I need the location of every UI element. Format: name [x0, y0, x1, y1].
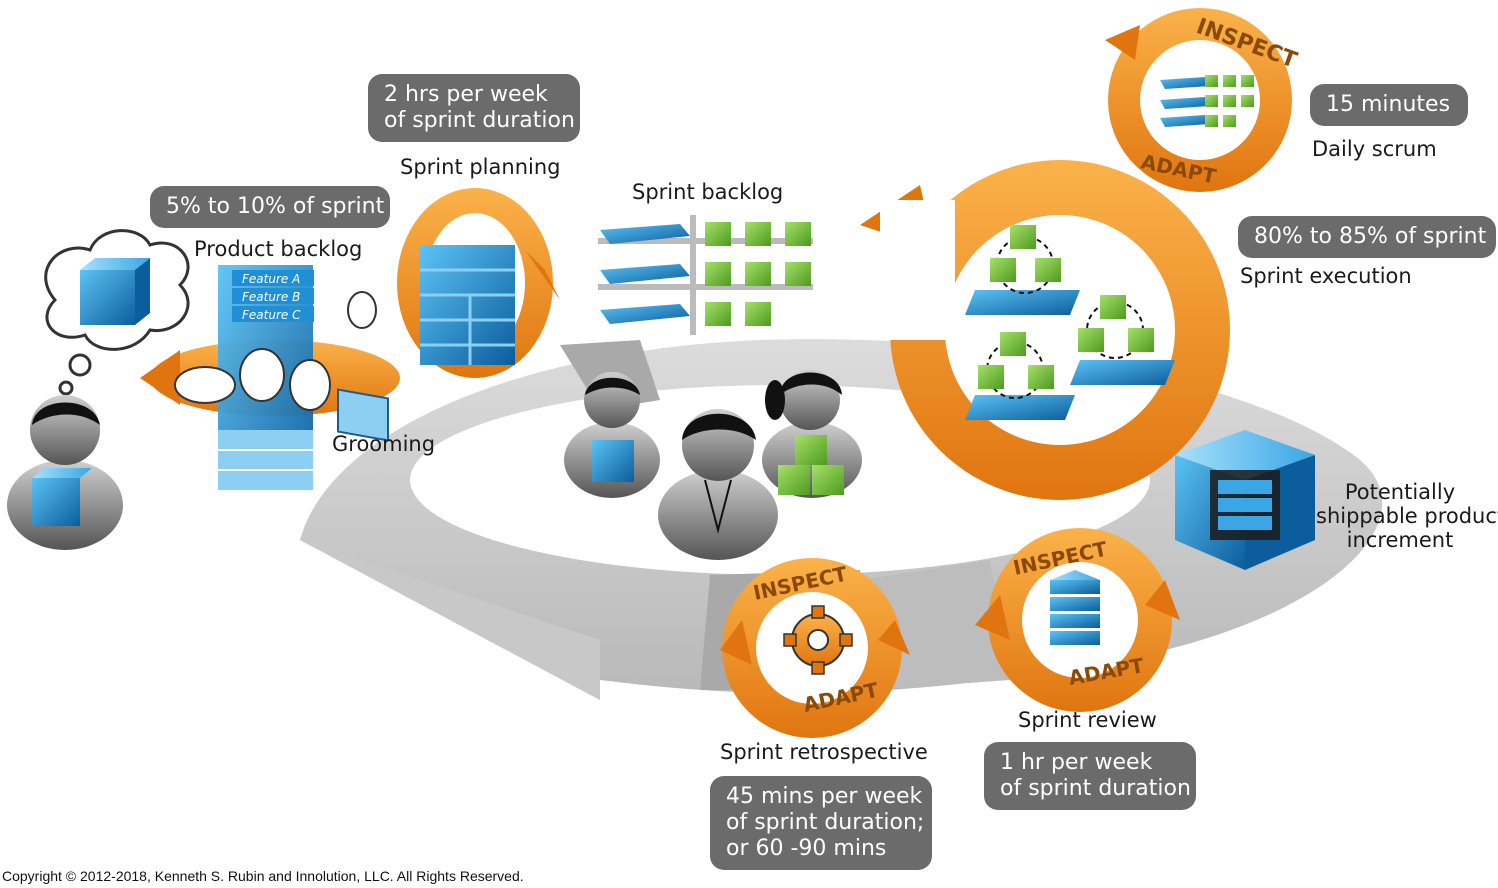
review-cycle-icon — [975, 528, 1180, 712]
daily-scrum-label: Daily scrum — [1312, 137, 1437, 161]
grooming-disc — [140, 265, 400, 490]
feature-c-label: Feature C — [242, 308, 301, 322]
execution-cycle-icon — [860, 160, 1230, 500]
grooming-label: Grooming — [332, 432, 436, 456]
sprint-review-label: Sprint review — [1018, 708, 1157, 732]
sprint-execution-label: Sprint execution — [1240, 264, 1412, 288]
grooming-timebox: 5% to 10% of sprint — [150, 186, 390, 228]
review-timebox: 1 hr per week of sprint duration — [984, 742, 1196, 810]
feature-b-label: Feature B — [242, 290, 300, 304]
planning-cycle-icon — [397, 188, 560, 378]
product-backlog-label: Product backlog — [194, 237, 363, 261]
retrospective-timebox: 45 mins per week of sprint duration; or … — [710, 776, 932, 870]
daily-scrum-cycle-icon — [1105, 8, 1292, 192]
sprint-backlog-label: Sprint backlog — [632, 180, 784, 204]
gear-icon — [783, 605, 853, 675]
thought-bubble-icon — [44, 229, 190, 396]
increment-label: Potentially shippable product increment — [1316, 480, 1498, 552]
daily-scrum-timebox: 15 minutes — [1310, 84, 1468, 126]
team-people-icon — [564, 370, 862, 560]
product-owner-person-icon — [7, 395, 123, 550]
increment-cube-icon — [1175, 430, 1315, 570]
sprint-retrospective-label: Sprint retrospective — [720, 740, 928, 764]
copyright-notice: Copyright © 2012-2018, Kenneth S. Rubin … — [2, 868, 524, 884]
planning-timebox: 2 hrs per week of sprint duration — [368, 74, 580, 142]
sprint-planning-label: Sprint planning — [400, 155, 561, 179]
execution-timebox: 80% to 85% of sprint — [1238, 216, 1496, 258]
feature-a-label: Feature A — [242, 272, 300, 286]
sprint-backlog-grid-icon — [598, 215, 813, 335]
